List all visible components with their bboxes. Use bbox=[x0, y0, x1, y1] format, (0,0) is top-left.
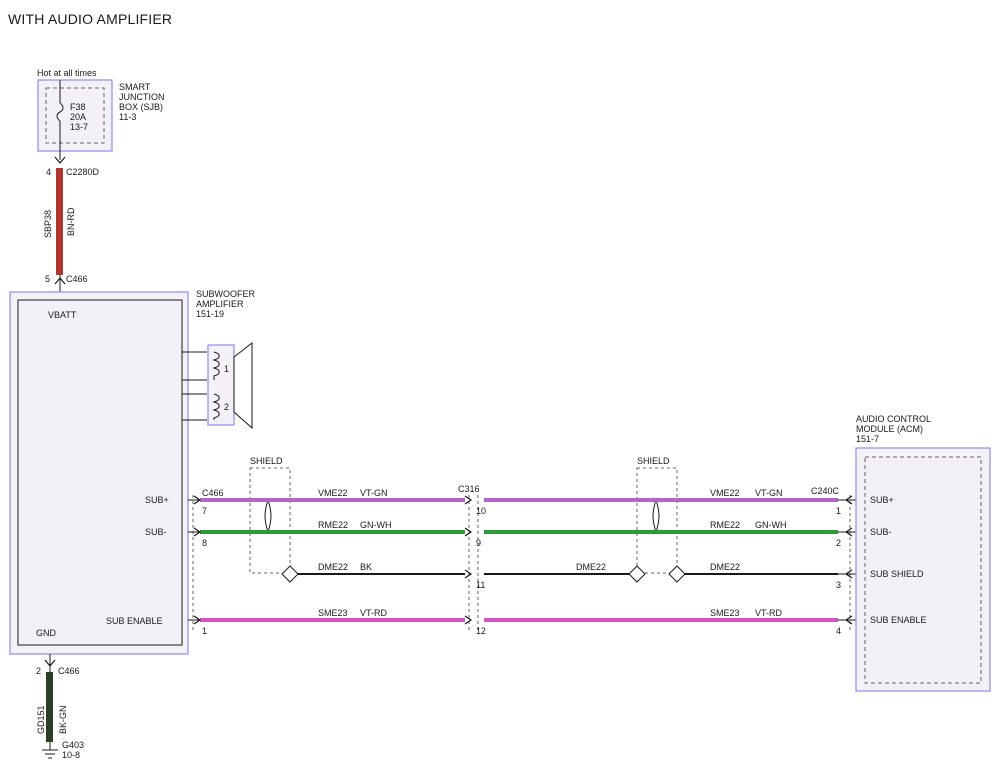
right-vme22-circuit: VME22 bbox=[710, 488, 740, 498]
ground-icon bbox=[42, 742, 58, 759]
acm-inner-dashed bbox=[864, 456, 982, 684]
amp-pin-sub-plus: 7 bbox=[202, 506, 207, 516]
subwoofer-amplifier-box bbox=[9, 291, 189, 655]
acm-sub-plus-label: SUB+ bbox=[870, 495, 894, 505]
diagram-title: WITH AUDIO AMPLIFIER bbox=[8, 11, 172, 27]
svg-text:BOX (SJB): BOX (SJB) bbox=[119, 102, 163, 112]
c466-top-label: C466 bbox=[66, 274, 88, 284]
ground-point-label: G403 bbox=[62, 740, 84, 750]
c316-connector-label: C316 bbox=[458, 484, 480, 494]
connector-c2280d-icon bbox=[54, 156, 66, 164]
sjb-name: SMART JUNCTION BOX (SJB) 11-3 bbox=[119, 82, 165, 122]
amplifier-inner-box bbox=[17, 299, 183, 646]
amp-pin-sub-minus: 8 bbox=[202, 538, 207, 548]
speaker-pin-2: 2 bbox=[224, 402, 229, 412]
drain-splice-right-a-icon bbox=[628, 565, 646, 583]
c316-pin-11: 11 bbox=[476, 580, 485, 590]
drain-splice-right-b-icon bbox=[668, 565, 686, 583]
svg-text:AMPLIFIER: AMPLIFIER bbox=[196, 299, 244, 309]
ground-wire-bk-gn bbox=[46, 672, 53, 742]
svg-text:151-7: 151-7 bbox=[856, 434, 879, 444]
ground-ref-label: 10-8 bbox=[62, 750, 80, 760]
subwoofer-speaker-icon: 1 2 bbox=[182, 341, 253, 430]
ground-wire-color-label: BK-GN bbox=[58, 705, 68, 734]
audio-control-module-box bbox=[855, 447, 991, 692]
acm-sub-enable-label: SUB ENABLE bbox=[870, 615, 927, 625]
c316-pin-12: 12 bbox=[476, 626, 486, 636]
right-dme22-left-circuit: DME22 bbox=[576, 562, 606, 572]
left-dme22-circuit: DME22 bbox=[318, 562, 348, 572]
ground-circuit-label: GD151 bbox=[36, 705, 46, 734]
left-sme23-circuit: SME23 bbox=[318, 608, 348, 618]
ground-connector-label: C466 bbox=[58, 666, 80, 676]
acm-pin-3: 3 bbox=[836, 580, 841, 590]
c2280d-label: C2280D bbox=[66, 167, 100, 177]
svg-text:JUNCTION: JUNCTION bbox=[119, 92, 165, 102]
fuse-label: F38 20A 13-7 bbox=[70, 102, 88, 132]
ground-pin: 2 bbox=[36, 666, 41, 676]
svg-text:11-3: 11-3 bbox=[119, 112, 136, 122]
speaker-pin-1: 1 bbox=[224, 364, 229, 374]
vbatt-label: VBATT bbox=[48, 310, 77, 320]
c466-wire-connector-label: C466 bbox=[202, 488, 224, 498]
svg-text:SMART: SMART bbox=[119, 82, 151, 92]
right-rme22-circuit: RME22 bbox=[710, 520, 740, 530]
connector-c466-ground-icon bbox=[44, 659, 56, 667]
svg-text:13-7: 13-7 bbox=[70, 122, 88, 132]
acm-pin-1: 1 bbox=[836, 506, 841, 516]
shield-left-twist-icon bbox=[264, 499, 272, 533]
right-rme22-color: GN-WH bbox=[755, 520, 787, 530]
c2280d-pin: 4 bbox=[46, 167, 51, 177]
svg-text:151-19: 151-19 bbox=[196, 309, 224, 319]
fuse-icon bbox=[56, 102, 64, 122]
left-vme22-circuit: VME22 bbox=[318, 488, 348, 498]
acm-sub-shield-label: SUB SHIELD bbox=[870, 569, 924, 579]
shield-right-twist-icon bbox=[652, 499, 660, 533]
amplifier-name: SUBWOOFER AMPLIFIER 151-19 bbox=[196, 289, 256, 319]
c316-pin-10: 10 bbox=[476, 506, 486, 516]
acm-sub-minus-label: SUB- bbox=[870, 527, 892, 537]
c316-pin-arrows bbox=[464, 495, 473, 625]
right-vme22-color: VT-GN bbox=[755, 488, 783, 498]
acm-pin-2: 2 bbox=[836, 538, 841, 548]
hot-at-all-times-label: Hot at all times bbox=[37, 68, 97, 78]
shield-left-label: SHIELD bbox=[250, 456, 283, 466]
svg-text:SUBWOOFER: SUBWOOFER bbox=[196, 289, 256, 299]
left-sme23-color: VT-RD bbox=[360, 608, 388, 618]
sjb-box bbox=[37, 79, 113, 152]
sjb-inner-dashed bbox=[45, 87, 105, 144]
acm-name: AUDIO CONTROL MODULE (ACM) 151-7 bbox=[856, 414, 931, 444]
svg-text:20A: 20A bbox=[70, 112, 86, 122]
amp-sub-plus-label: SUB+ bbox=[145, 495, 169, 505]
shield-right-label: SHIELD bbox=[637, 456, 670, 466]
right-dme22-circuit: DME22 bbox=[710, 562, 740, 572]
c240c-connector-label: C240C bbox=[811, 486, 840, 496]
shield-left bbox=[249, 467, 291, 574]
left-rme22-circuit: RME22 bbox=[318, 520, 348, 530]
svg-text:AUDIO CONTROL: AUDIO CONTROL bbox=[856, 414, 931, 424]
amp-sub-enable-label: SUB ENABLE bbox=[106, 616, 163, 626]
right-sme23-color: VT-RD bbox=[755, 608, 783, 618]
drain-splice-left-icon bbox=[281, 565, 299, 583]
amp-sub-minus-label: SUB- bbox=[145, 527, 167, 537]
right-sme23-circuit: SME23 bbox=[710, 608, 740, 618]
left-dme22-color: BK bbox=[360, 562, 372, 572]
svg-text:F38: F38 bbox=[70, 102, 86, 112]
shield-right bbox=[636, 467, 678, 574]
gnd-label: GND bbox=[36, 628, 57, 638]
left-rme22-color: GN-WH bbox=[360, 520, 392, 530]
c316-pin-9: 9 bbox=[476, 538, 481, 548]
power-wire-bn-rd bbox=[56, 168, 63, 275]
c466-top-pin: 5 bbox=[45, 274, 50, 284]
acm-pin-4: 4 bbox=[836, 626, 841, 636]
left-vme22-color: VT-GN bbox=[360, 488, 388, 498]
power-wire-color-label: BN-RD bbox=[66, 207, 76, 236]
c466-pin-arrows bbox=[188, 495, 202, 625]
power-circuit-label: SBP38 bbox=[43, 210, 53, 238]
amp-pin-sub-enable: 1 bbox=[202, 626, 207, 636]
svg-text:MODULE (ACM): MODULE (ACM) bbox=[856, 424, 923, 434]
